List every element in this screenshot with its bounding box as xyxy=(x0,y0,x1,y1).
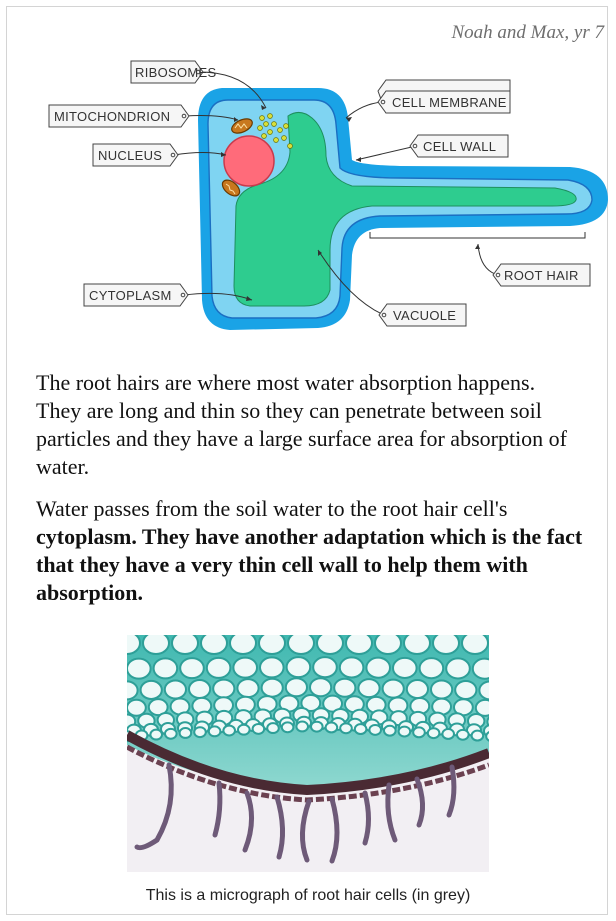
label-cytoplasm: CYTOPLASM xyxy=(84,284,188,306)
micrograph-cell xyxy=(442,729,454,739)
paragraph-water-passage: Water passes from the soil water to the … xyxy=(36,495,586,607)
micrograph-cell xyxy=(313,657,337,677)
micrograph-cell xyxy=(180,728,192,738)
micrograph-cell xyxy=(154,658,178,678)
micrograph-cell xyxy=(404,635,430,654)
nucleus-shape xyxy=(224,136,274,186)
root-hair-cell-diagram: RIBOSOMES MITOCHONDRION NUCLEUS CYTOPLAS… xyxy=(0,0,616,340)
label-ribosomes: RIBOSOMES xyxy=(131,61,216,83)
svg-text:RIBOSOMES: RIBOSOMES xyxy=(135,65,216,80)
micrograph-image xyxy=(127,635,489,872)
svg-text:CYTOPLASM: CYTOPLASM xyxy=(89,288,172,303)
micrograph-cell xyxy=(472,731,484,741)
label-mitochondrion: MITOCHONDRION xyxy=(49,105,189,127)
micrograph-cell xyxy=(431,681,452,699)
micrograph-cell xyxy=(259,635,285,654)
micrograph-cell xyxy=(486,731,489,741)
micrograph-cell xyxy=(230,635,256,654)
root-hair-bracket xyxy=(370,232,585,238)
micrograph-cell xyxy=(286,678,307,696)
micrograph-cell xyxy=(127,700,146,716)
svg-text:VACUOLE: VACUOLE xyxy=(393,308,456,323)
micrograph-cell xyxy=(296,722,308,732)
micrograph-cell xyxy=(267,723,279,733)
micrograph-cell xyxy=(384,726,396,736)
micrograph-cell xyxy=(237,679,258,697)
micrograph-cell xyxy=(127,659,151,679)
svg-text:CELL MEMBRANE: CELL MEMBRANE xyxy=(392,95,507,110)
micrograph-cell xyxy=(127,681,138,699)
micrograph-cell xyxy=(334,679,355,697)
micrograph-cell xyxy=(473,659,489,679)
micrograph-cell xyxy=(165,729,177,739)
micrograph-cell xyxy=(455,681,476,699)
micrograph-cell xyxy=(358,679,379,697)
micrograph-cell xyxy=(233,658,257,678)
svg-text:NUCLEUS: NUCLEUS xyxy=(98,148,162,163)
micrograph-cell xyxy=(346,635,372,654)
label-cell-membrane: CELL MEMBRANE xyxy=(378,80,510,113)
micrograph-cell xyxy=(189,680,210,698)
micrograph-cell xyxy=(180,658,204,678)
micrograph-cell xyxy=(393,658,417,678)
micrograph-cell xyxy=(311,722,323,732)
micrograph-cell xyxy=(282,722,294,732)
micrograph-cell xyxy=(407,680,428,698)
micrograph-cell xyxy=(413,727,425,737)
micrograph-cell xyxy=(355,724,367,734)
micrograph-cell xyxy=(375,635,401,654)
micrograph-cell xyxy=(399,727,411,737)
micrograph-drawing xyxy=(127,635,489,872)
micrograph-cell xyxy=(383,680,404,698)
micrograph-cell xyxy=(317,635,343,654)
micrograph-cell xyxy=(150,730,162,740)
svg-text:MITOCHONDRION: MITOCHONDRION xyxy=(54,109,170,124)
micrograph-cell xyxy=(420,658,444,678)
micrograph-cell xyxy=(201,635,227,654)
micrograph-cell xyxy=(462,635,488,654)
micrograph-cell xyxy=(326,723,338,733)
micrograph-cell xyxy=(262,679,283,697)
label-nucleus: NUCLEUS xyxy=(93,144,178,166)
micrograph-cell xyxy=(165,680,186,698)
micrograph-cell xyxy=(433,635,459,654)
micrograph-cell xyxy=(369,725,381,735)
micrograph-cell xyxy=(287,657,311,677)
micrograph-cell xyxy=(446,658,470,678)
micrograph-cell xyxy=(238,725,250,735)
paragraph-root-hairs: The root hairs are where most water abso… xyxy=(36,369,576,481)
micrograph-cell xyxy=(340,657,364,677)
micrograph-cell xyxy=(207,658,231,678)
svg-text:ROOT HAIR: ROOT HAIR xyxy=(504,268,579,283)
micrograph-cell xyxy=(213,680,234,698)
micrograph-cell xyxy=(141,681,162,699)
micrograph-cell xyxy=(428,728,440,738)
label-vacuole: VACUOLE xyxy=(379,304,466,326)
paragraph-water-normal: Water passes from the soil water to the … xyxy=(36,496,507,521)
micrograph-cell xyxy=(253,724,265,734)
micrograph-cell xyxy=(310,678,331,696)
micrograph-cell xyxy=(194,727,206,737)
label-cell-wall: CELL WALL xyxy=(410,135,508,157)
label-root-hair: ROOT HAIR xyxy=(493,264,590,286)
micrograph-cell xyxy=(260,657,284,677)
micrograph-cell xyxy=(366,658,390,678)
micrograph-cell xyxy=(288,635,314,654)
micrograph-cell xyxy=(209,726,221,736)
svg-text:CELL WALL: CELL WALL xyxy=(423,139,496,154)
micrograph-cell xyxy=(340,723,352,733)
micrograph-caption: This is a micrograph of root hair cells … xyxy=(0,887,616,905)
micrograph-cell xyxy=(172,635,198,654)
micrograph-cell xyxy=(143,635,169,654)
paragraph-water-bold: cytoplasm. They have another adaptation … xyxy=(36,524,582,605)
micrograph-cell xyxy=(223,726,235,736)
micrograph-cell xyxy=(457,730,469,740)
